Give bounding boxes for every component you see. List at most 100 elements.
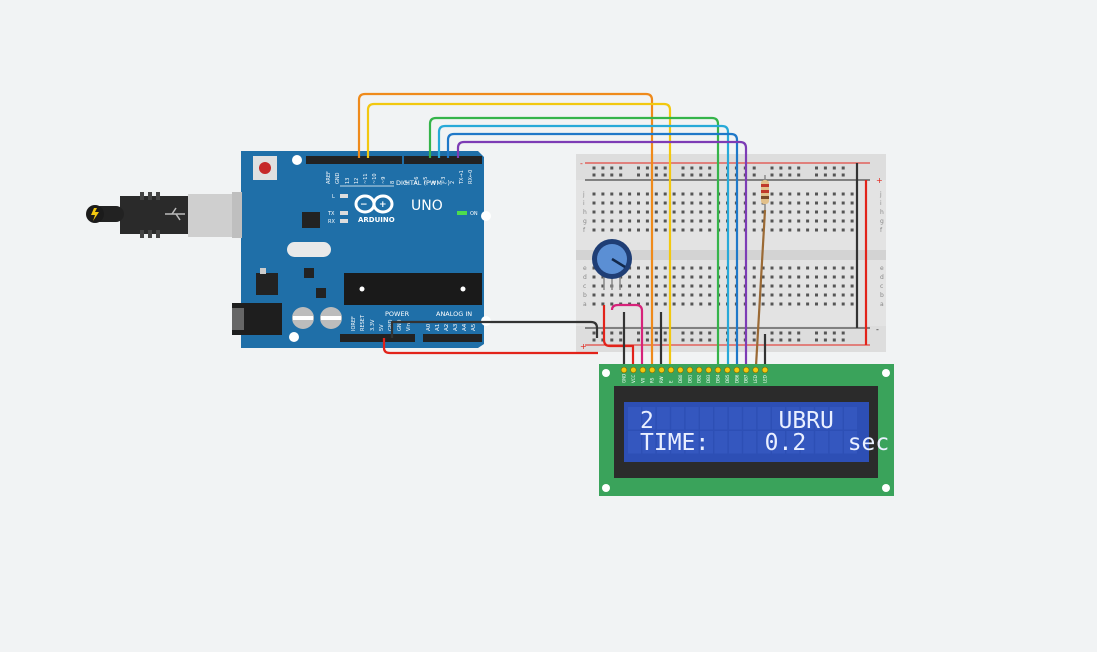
breadboard-hole[interactable] [619,338,623,342]
breadboard-hole[interactable] [752,266,756,270]
breadboard-hole[interactable] [823,210,827,214]
breadboard-hole[interactable] [637,219,640,223]
breadboard-hole[interactable] [663,266,667,270]
breadboard-hole[interactable] [645,173,649,177]
breadboard-hole[interactable] [815,192,818,196]
breadboard-hole[interactable] [601,192,605,196]
breadboard-hole[interactable] [708,192,712,196]
breadboard-hole[interactable] [654,192,658,196]
breadboard-hole[interactable] [592,210,596,214]
breadboard-hole[interactable] [628,228,632,232]
breadboard-hole[interactable] [779,173,783,177]
breadboard-hole[interactable] [823,192,827,196]
breadboard-hole[interactable] [823,219,827,223]
breadboard-hole[interactable] [601,275,605,279]
lcd-pin[interactable] [743,366,750,374]
reset-button[interactable] [253,156,277,180]
breadboard-hole[interactable] [672,219,676,223]
breadboard-hole[interactable] [708,166,712,170]
breadboard-hole[interactable] [637,192,640,196]
breadboard-hole[interactable] [806,228,810,232]
breadboard-hole[interactable] [788,302,792,306]
lcd-pin[interactable] [733,366,740,374]
breadboard-hole[interactable] [841,166,845,170]
breadboard-hole[interactable] [592,284,596,288]
breadboard-hole[interactable] [850,192,854,196]
breadboard-hole[interactable] [770,210,774,214]
breadboard-hole[interactable] [663,228,667,232]
breadboard-hole[interactable] [752,210,756,214]
breadboard-hole[interactable] [690,192,694,196]
breadboard-hole[interactable] [663,210,667,214]
breadboard-hole[interactable] [850,210,854,214]
breadboard-hole[interactable] [815,228,818,232]
breadboard-hole[interactable] [823,266,827,270]
breadboard-hole[interactable] [761,302,765,306]
breadboard-hole[interactable] [788,275,792,279]
breadboard-hole[interactable] [708,293,712,297]
breadboard-hole[interactable] [699,331,703,335]
breadboard-hole[interactable] [619,331,623,335]
breadboard-hole[interactable] [637,275,640,279]
breadboard-hole[interactable] [690,293,694,297]
breadboard-hole[interactable] [699,275,703,279]
breadboard-hole[interactable] [690,302,694,306]
usb-cable[interactable] [86,192,242,238]
lcd-pin[interactable] [686,366,693,374]
breadboard-hole[interactable] [672,201,676,205]
breadboard-hole[interactable] [841,338,845,342]
breadboard-hole[interactable] [708,210,712,214]
breadboard-hole[interactable] [815,219,818,223]
breadboard-hole[interactable] [672,302,676,306]
breadboard-hole[interactable] [832,338,836,342]
breadboard-hole[interactable] [770,166,774,170]
breadboard-hole[interactable] [850,284,854,288]
breadboard-hole[interactable] [645,201,649,205]
breadboard-hole[interactable] [752,201,756,205]
breadboard-hole[interactable] [628,192,632,196]
breadboard-hole[interactable] [761,284,765,288]
breadboard-hole[interactable] [770,293,774,297]
breadboard-hole[interactable] [841,228,845,232]
breadboard-hole[interactable] [645,331,649,335]
breadboard-hole[interactable] [761,293,765,297]
breadboard-hole[interactable] [645,228,649,232]
breadboard-hole[interactable] [788,284,792,288]
breadboard-hole[interactable] [779,201,783,205]
power-header[interactable] [340,334,415,342]
breadboard-hole[interactable] [681,201,685,205]
breadboard-hole[interactable] [628,210,632,214]
breadboard-hole[interactable] [601,302,605,306]
breadboard-hole[interactable] [806,302,810,306]
breadboard-hole[interactable] [619,228,623,232]
breadboard-hole[interactable] [610,331,614,335]
breadboard-hole[interactable] [637,210,640,214]
lcd-pin[interactable] [639,366,646,374]
breadboard-hole[interactable] [779,275,783,279]
lcd-pin[interactable] [620,366,628,374]
lcd-pin[interactable] [714,366,722,374]
breadboard-hole[interactable] [806,201,810,205]
breadboard-hole[interactable] [690,338,694,342]
breadboard-hole[interactable] [681,219,685,223]
breadboard-hole[interactable] [850,266,854,270]
breadboard-hole[interactable] [708,331,712,335]
breadboard-hole[interactable] [637,338,640,342]
breadboard-hole[interactable] [601,201,605,205]
breadboard-hole[interactable] [645,275,649,279]
breadboard-hole[interactable] [797,219,801,223]
breadboard-hole[interactable] [788,266,792,270]
breadboard-hole[interactable] [628,275,632,279]
breadboard-hole[interactable] [601,219,605,223]
breadboard-hole[interactable] [752,284,756,288]
breadboard-hole[interactable] [601,210,605,214]
breadboard-hole[interactable] [806,210,810,214]
breadboard-hole[interactable] [592,331,596,335]
breadboard-hole[interactable] [592,219,596,223]
breadboard-hole[interactable] [815,331,818,335]
breadboard-hole[interactable] [770,192,774,196]
breadboard-hole[interactable] [592,201,596,205]
breadboard-hole[interactable] [841,331,845,335]
breadboard-hole[interactable] [681,173,685,177]
breadboard-hole[interactable] [619,210,623,214]
